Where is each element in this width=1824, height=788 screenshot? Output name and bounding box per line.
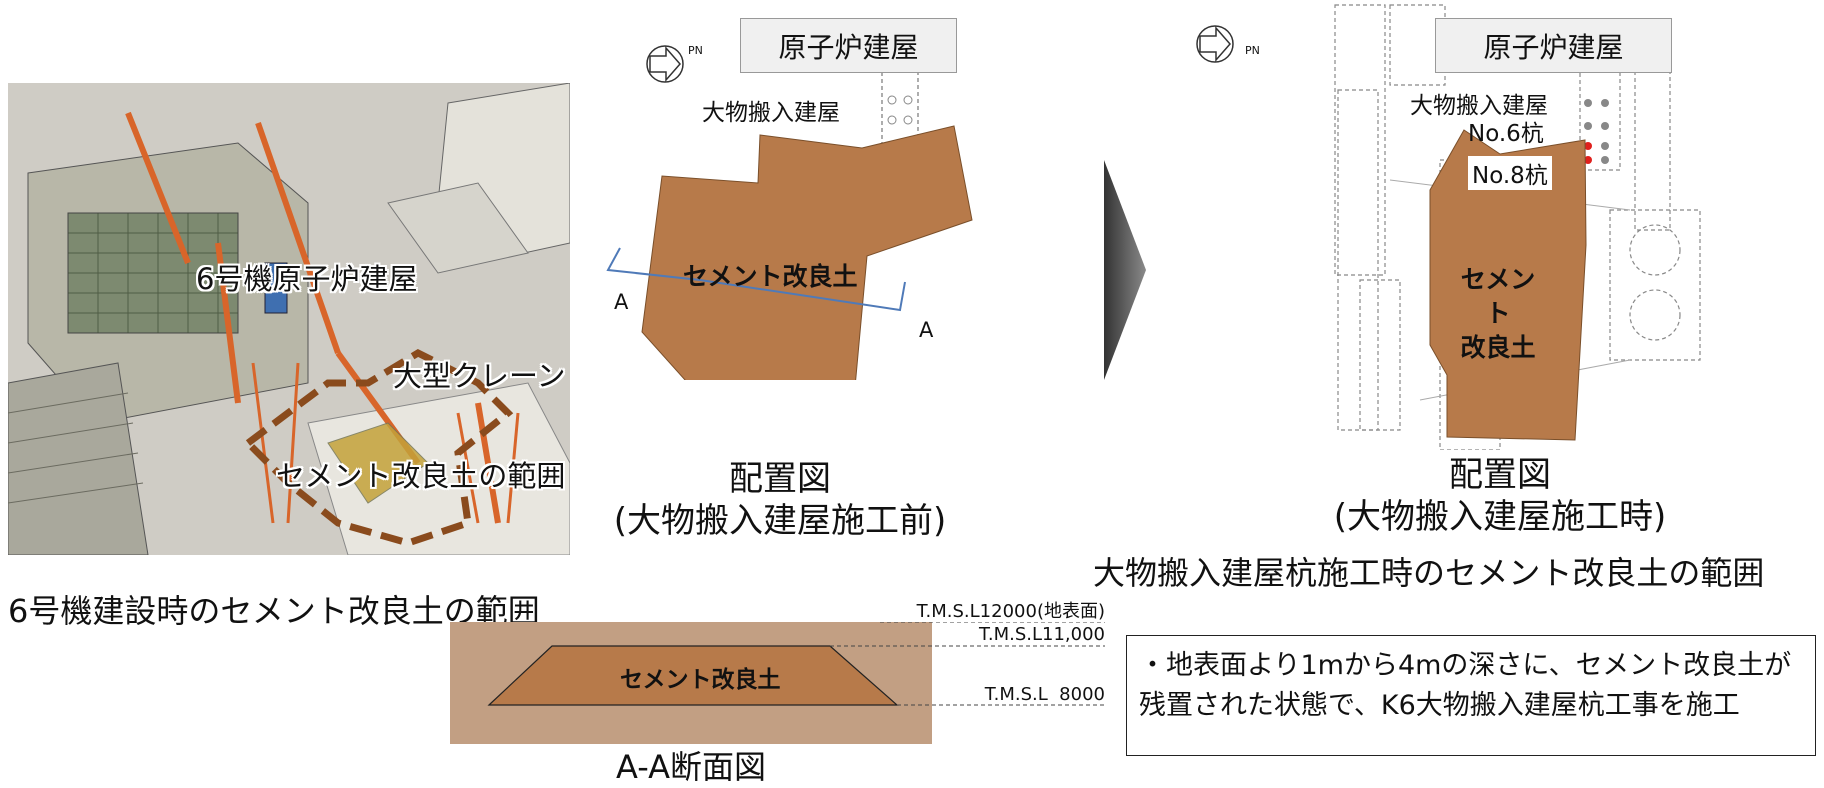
soil-label-before: セメント改良土 [683, 262, 858, 291]
level-ground: T.M.S.L12000(地表面) [916, 601, 1105, 622]
caption-before-line2: (大物搬入建屋施工前) [613, 501, 947, 541]
north-arrow-icon [646, 45, 684, 83]
caption-before-line1: 配置図 [729, 459, 831, 499]
section-mark-left: A [614, 290, 629, 314]
carry-in-label-during: 大物搬入建屋 [1410, 93, 1548, 119]
soil-label-during-line2: 改良土 [1460, 333, 1536, 362]
soil-area-during [1429, 129, 1587, 441]
caption-during: 配置図 (大物搬入建屋施工時) [1280, 454, 1720, 538]
reactor-building-box-during: 原子炉建屋 [1435, 18, 1672, 73]
callout-reactor-building: 6号機原子炉建屋 [196, 262, 418, 296]
caption-during-line3: 大物搬入建屋杭施工時のセメント改良土の範囲 [1093, 554, 1765, 592]
soil-label-during: セメント 改良土 [1453, 263, 1543, 365]
pile-no6-label: No.6杭 [1468, 121, 1544, 147]
section-soil-label: セメント改良土 [620, 667, 781, 693]
section-mark-right: A [919, 318, 934, 342]
carry-in-label-before: 大物搬入建屋 [702, 100, 840, 126]
section-drawing [450, 622, 1105, 744]
note-line2: 残置された状態で、K6大物搬入建屋杭工事を施工 [1139, 690, 1740, 721]
site-illustration: 6号機原子炉建屋 大型クレーン セメント改良土の範囲 [8, 83, 570, 555]
level-bottom: T.M.S.L 8000 [984, 684, 1105, 705]
caption-during-line2: (大物搬入建屋施工時) [1333, 497, 1667, 537]
caption-during-line1: 配置図 [1449, 455, 1551, 495]
north-label-before: PN [688, 44, 703, 57]
soil-label-during-line1: セメント [1460, 265, 1536, 328]
callout-large-crane: 大型クレーン [393, 359, 566, 393]
north-label-during: PN [1245, 44, 1260, 57]
caption-before: 配置図 (大物搬入建屋施工前) [560, 458, 1000, 542]
pile-no8-label: No.8杭 [1468, 156, 1552, 190]
note-box: ・地表面より1mから4mの深さに、セメント改良土が 残置された状態で、K6大物搬… [1126, 635, 1816, 756]
north-arrow-icon [1196, 25, 1234, 63]
soil-area-before [641, 125, 973, 380]
level-top: T.M.S.L11,000 [979, 624, 1105, 645]
note-line1: ・地表面より1mから4mの深さに、セメント改良土が [1139, 650, 1792, 681]
callout-soil-range: セメント改良土の範囲 [276, 459, 566, 493]
reactor-building-box-before: 原子炉建屋 [740, 18, 957, 73]
transition-arrow-icon [1104, 160, 1146, 380]
site-illustration-drawing [8, 83, 570, 555]
plan-before-drawing [606, 45, 973, 380]
section-caption: A-A断面図 [616, 748, 766, 786]
plan-during-drawing [1196, 4, 1701, 450]
